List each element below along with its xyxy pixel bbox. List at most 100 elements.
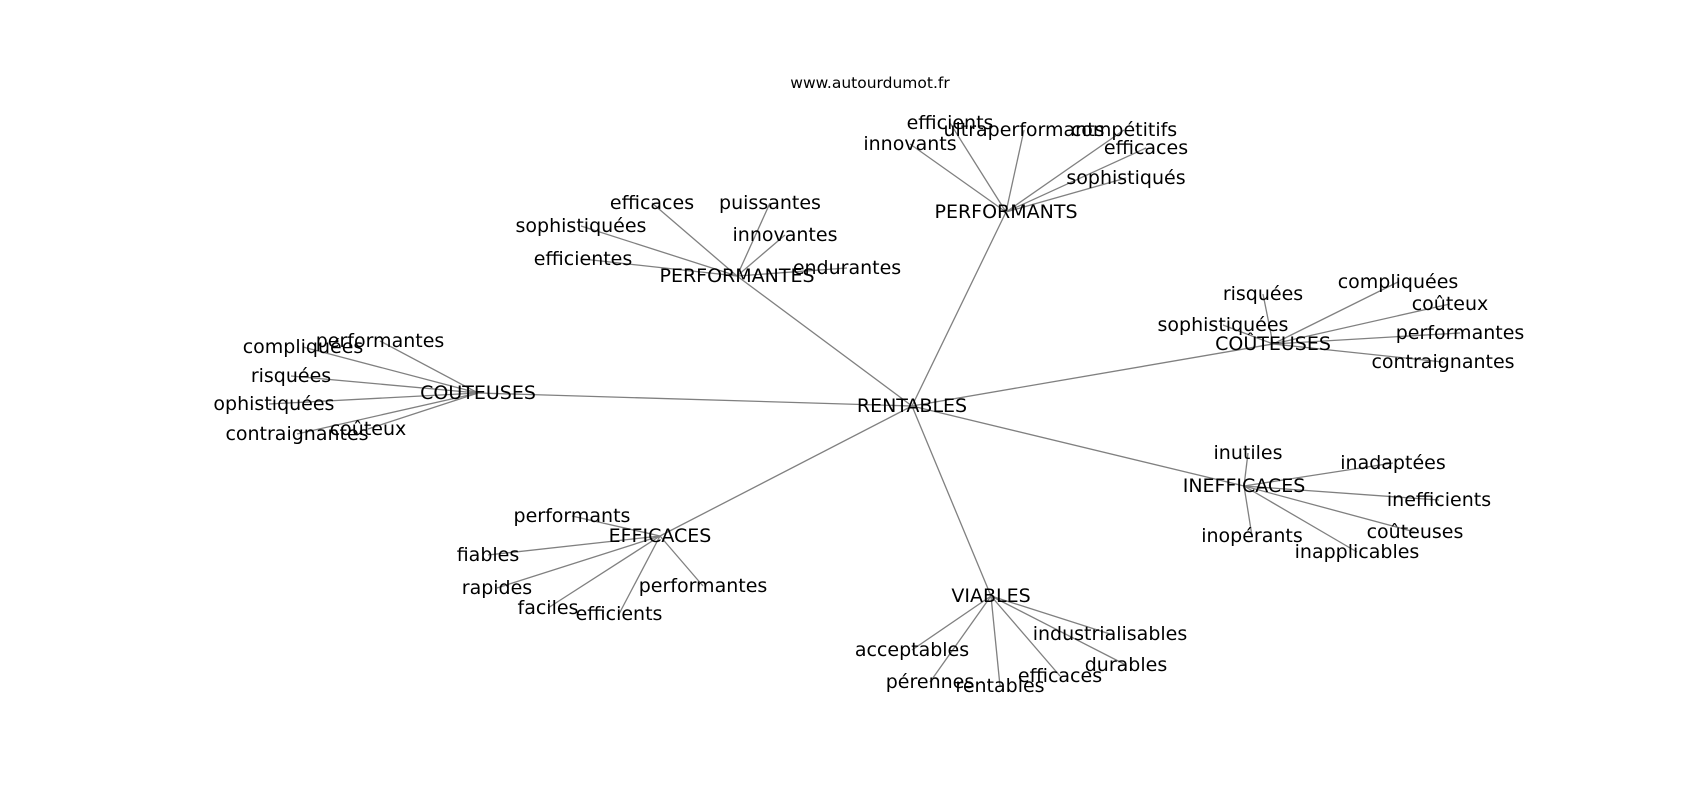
leaf-edge [990, 595, 1111, 635]
leaf-node: compétitifs [1071, 119, 1177, 141]
leaf-node: performantes [639, 575, 768, 597]
leaf-node: innovants [863, 133, 956, 155]
leaf-edge [618, 535, 661, 615]
leaf-edge [1005, 177, 1127, 213]
leaf-node: industrialisables [1033, 623, 1188, 645]
site-watermark: www.autourdumot.fr [790, 74, 950, 92]
leaf-node: risquées [1223, 283, 1303, 305]
leaf-node: coûteux [1412, 293, 1489, 315]
leaf-node: coûteuses [1367, 521, 1464, 543]
leaf-node: pérennes [886, 671, 975, 693]
leaf-edge [1272, 332, 1461, 345]
leaf-node: inapplicables [1295, 541, 1420, 563]
leaf-node: efficients [576, 603, 663, 625]
leaf-edge [651, 202, 738, 277]
leaf-edge [1005, 129, 1025, 213]
leaf-node: efficaces [1104, 137, 1188, 159]
leaf-edge [990, 595, 1001, 687]
leaf-edge [990, 595, 1061, 677]
leaf-node: contraignantes [1371, 351, 1514, 373]
leaf-node: inadaptées [1340, 452, 1445, 474]
leaf-node: efficaces [1018, 665, 1102, 687]
leaf-node: sophistiqués [1066, 167, 1185, 189]
hub-node: EFFICACES [609, 525, 712, 547]
hub-node: PERFORMANTES [659, 265, 814, 287]
hub-edge [911, 343, 1274, 407]
leaf-node: compliquées [243, 336, 364, 358]
leaf-node: sophistiquées [1158, 314, 1289, 336]
leaf-edge [547, 535, 661, 609]
hub-node: VIABLES [951, 585, 1030, 607]
hub-edge [911, 405, 1245, 487]
leaf-node: performantes [316, 330, 445, 352]
leaf-node: ultraperformants [943, 119, 1104, 141]
leaf-edge [268, 392, 479, 405]
leaf-edge [1005, 147, 1147, 213]
leaf-edge [911, 595, 992, 651]
leaf-node: risquées [251, 365, 331, 387]
leaf-node: sophistiquées [204, 393, 335, 415]
leaf-edge [949, 122, 1007, 213]
leaf-node: innovantes [733, 224, 838, 246]
hub-edge [477, 392, 913, 407]
leaf-edge [487, 535, 661, 556]
leaf-edge [1243, 485, 1358, 553]
leaf-node: inopérants [1201, 525, 1303, 547]
hub-node: COUTEUSES [420, 382, 536, 404]
hub-edge [659, 405, 913, 537]
leaf-edge [1243, 485, 1253, 537]
leaf-edge [571, 515, 661, 537]
leaf-node: rentables [955, 675, 1044, 697]
leaf-edge [496, 535, 661, 589]
leaf-node: inutiles [1214, 442, 1283, 464]
leaf-edge [580, 225, 738, 277]
leaf-edge [736, 234, 786, 277]
center-node: RENTABLES [857, 395, 967, 417]
leaf-node: endurantes [793, 257, 901, 279]
leaf-edge [990, 595, 1127, 666]
hub-edge [911, 405, 992, 597]
leaf-node: performantes [1396, 322, 1525, 344]
leaf-edge [290, 375, 479, 394]
leaf-node: compliquées [1338, 271, 1459, 293]
hub-edge [911, 211, 1007, 407]
leaf-edge [1005, 129, 1125, 213]
leaf-node: puissantes [719, 192, 821, 214]
leaf-node: faciles [518, 597, 579, 619]
leaf-node: sophistiquées [516, 215, 647, 237]
leaf-node: fiables [457, 544, 520, 566]
leaf-edge [659, 535, 704, 587]
leaf-node: inefficients [1387, 489, 1491, 511]
hub-node: COÛTEUSES [1215, 331, 1331, 355]
graph-edges [268, 122, 1461, 687]
leaf-edge [302, 346, 479, 394]
leaf-node: contraignantes [225, 423, 368, 445]
leaf-edge [1272, 303, 1451, 345]
leaf-edge [929, 595, 992, 683]
leaf-edge [1243, 462, 1394, 487]
leaf-edge [582, 258, 738, 277]
leaf-edge [909, 143, 1007, 213]
leaf-node: performants [514, 505, 631, 527]
leaf-node: efficaces [610, 192, 694, 214]
graph-labels: RENTABLESPERFORMANTSefficientsultraperfo… [204, 112, 1525, 697]
leaf-edge [1262, 293, 1274, 345]
leaf-edge [367, 392, 479, 430]
leaf-node: coûteux [330, 418, 407, 440]
hub-node: PERFORMANTS [934, 201, 1077, 223]
leaf-edge [1243, 452, 1249, 487]
leaf-edge [1272, 343, 1444, 363]
leaf-node: durables [1085, 654, 1168, 676]
leaf-edge [1243, 485, 1416, 533]
leaf-node: rapides [462, 577, 532, 599]
hub-node: INEFFICACES [1183, 475, 1306, 497]
leaf-node: efficients [907, 112, 994, 134]
leaf-node: efficientes [534, 248, 633, 270]
leaf-node: acceptables [855, 639, 969, 661]
leaf-edge [736, 267, 848, 277]
leaf-edge [736, 202, 771, 277]
leaf-edge [1243, 485, 1440, 501]
leaf-edge [379, 340, 479, 394]
leaf-edge [296, 392, 479, 435]
